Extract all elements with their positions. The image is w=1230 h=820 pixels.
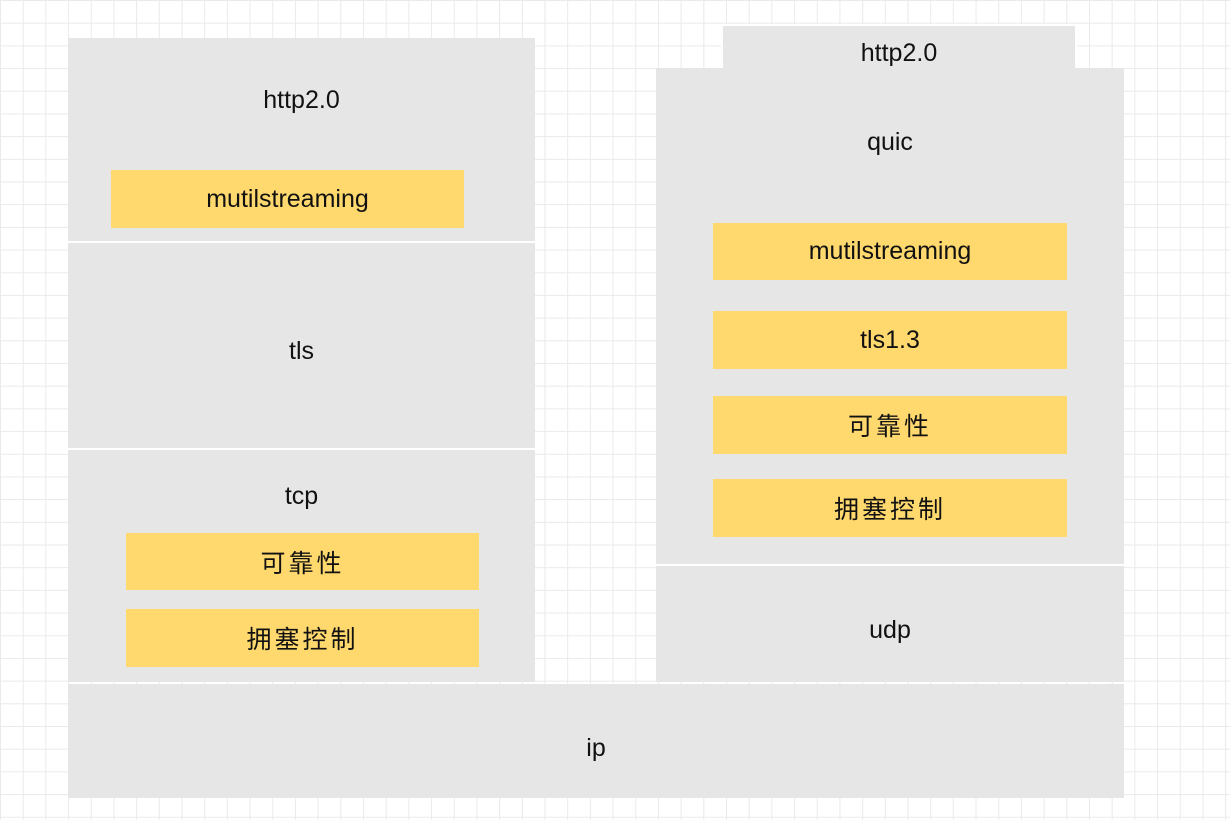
- right-quic-layer: quic mutilstreaming tls1.3 可靠性 拥塞控制: [656, 68, 1124, 564]
- right-reliability-feature: 可靠性: [713, 396, 1067, 454]
- right-congestion-control-feature: 拥塞控制: [713, 479, 1067, 537]
- right-multistreaming-feature: mutilstreaming: [713, 223, 1067, 280]
- left-http2-layer: http2.0 mutilstreaming: [68, 38, 535, 241]
- left-http2-label: http2.0: [263, 86, 340, 114]
- left-tcp-label: tcp: [284, 482, 319, 510]
- right-tls13-feature: tls1.3: [713, 311, 1067, 369]
- left-tls-layer: tls: [68, 241, 535, 448]
- ip-label: ip: [586, 734, 606, 762]
- left-reliability-feature: 可靠性: [126, 533, 479, 590]
- right-quic-label: quic: [867, 128, 913, 156]
- ip-layer: ip: [68, 684, 1124, 798]
- left-tls-label: tls: [289, 337, 314, 365]
- right-udp-layer: udp: [656, 564, 1124, 682]
- left-tcp-layer: tcp 可靠性 拥塞控制: [68, 448, 535, 682]
- left-congestion-control-feature: 拥塞控制: [126, 609, 479, 667]
- left-multistreaming-feature: mutilstreaming: [111, 170, 464, 228]
- right-udp-label: udp: [869, 616, 911, 644]
